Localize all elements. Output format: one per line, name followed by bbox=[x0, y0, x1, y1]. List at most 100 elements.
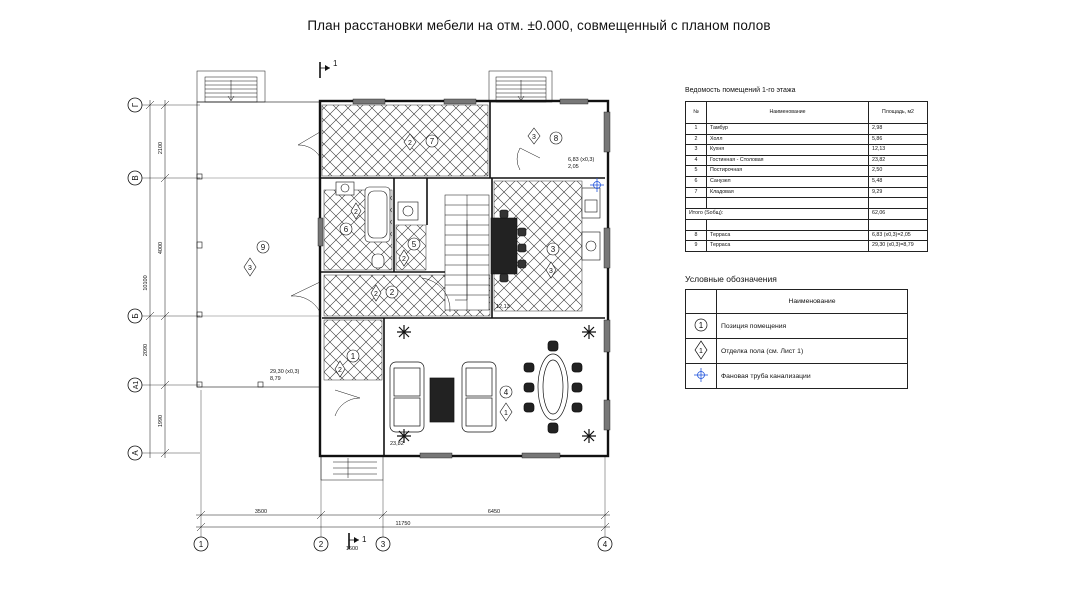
svg-text:6: 6 bbox=[344, 225, 349, 234]
legend-row: Фановая труба канализации bbox=[685, 363, 908, 389]
svg-text:2,05: 2,05 bbox=[568, 164, 579, 170]
room-tag-1: 1 bbox=[346, 349, 360, 363]
diamond-tag-icon: 1 bbox=[694, 340, 708, 360]
svg-text:2: 2 bbox=[390, 288, 395, 297]
finish-tag-diamond: 3 bbox=[527, 127, 541, 145]
house-walls bbox=[317, 98, 611, 459]
svg-text:12,13: 12,13 bbox=[496, 304, 510, 310]
schedule-spacer-row bbox=[685, 218, 928, 231]
finish-tag-diamond: 2 bbox=[398, 249, 410, 267]
dimension-chain-left bbox=[145, 100, 170, 458]
svg-text:8,79: 8,79 bbox=[270, 376, 281, 382]
finish-tag-diamond: 3 bbox=[545, 261, 557, 279]
vent-pipe-icon bbox=[694, 368, 708, 382]
schedule-spacer-row bbox=[685, 197, 928, 210]
svg-text:6,83 (x0,3): 6,83 (x0,3) bbox=[568, 157, 594, 163]
svg-text:6450: 6450 bbox=[488, 509, 500, 515]
kitchen-fixtures bbox=[490, 187, 601, 283]
finish-tag-diamond: 2 bbox=[403, 133, 417, 151]
svg-text:4: 4 bbox=[504, 388, 509, 397]
svg-text:9: 9 bbox=[261, 243, 266, 252]
svg-text:2: 2 bbox=[354, 209, 358, 216]
svg-text:2: 2 bbox=[402, 256, 406, 263]
svg-text:1600: 1600 bbox=[346, 546, 358, 552]
axis-row-v: В bbox=[127, 170, 143, 186]
svg-text:А: А bbox=[131, 450, 140, 456]
main-staircase bbox=[444, 194, 490, 311]
section-mark-bottom-label: 1 bbox=[362, 535, 367, 544]
axis-row-a1: А1 bbox=[127, 377, 143, 393]
legend-title: Условные обозначения bbox=[685, 274, 777, 284]
dimension-labels-left: 2100 4000 10100 2090 1990 bbox=[143, 142, 164, 427]
svg-text:2100: 2100 bbox=[158, 142, 164, 154]
svg-text:1: 1 bbox=[699, 348, 703, 355]
room-tag-9: 9 bbox=[256, 240, 270, 254]
svg-text:2: 2 bbox=[338, 367, 342, 374]
svg-text:10100: 10100 bbox=[143, 275, 149, 290]
svg-text:2: 2 bbox=[408, 140, 412, 147]
circle-tag-icon: 1 bbox=[694, 318, 708, 332]
svg-text:3500: 3500 bbox=[255, 509, 267, 515]
dimension-labels-bottom: 3500 6450 11750 1600 bbox=[255, 509, 500, 552]
svg-text:1: 1 bbox=[199, 540, 204, 549]
svg-text:А1: А1 bbox=[133, 381, 140, 390]
room-tag-2: 2 bbox=[385, 285, 399, 299]
svg-text:3: 3 bbox=[549, 268, 553, 275]
schedule-header-name: Наименование bbox=[706, 101, 869, 124]
svg-text:8: 8 bbox=[554, 134, 559, 143]
terrace-stairs-left bbox=[196, 70, 266, 103]
schedule-total-row: Итого (Sобщ): 62,06 bbox=[685, 208, 928, 220]
internal-doors bbox=[421, 147, 541, 313]
svg-text:3: 3 bbox=[551, 245, 556, 254]
room-tags: 7 8 9 6 5 3 2 1 4 bbox=[256, 131, 563, 399]
svg-text:4000: 4000 bbox=[158, 242, 164, 254]
svg-text:В: В bbox=[131, 175, 140, 180]
schedule-total-label: Итого (Sобщ): bbox=[685, 208, 869, 220]
room-tag-4: 4 bbox=[499, 385, 513, 399]
room-tag-7: 7 bbox=[425, 134, 439, 148]
schedule-total-area: 62,06 bbox=[868, 208, 928, 220]
axis-cols: 1 2 3 4 bbox=[193, 536, 613, 552]
legend-label: Отделка пола (см. Лист 1) bbox=[716, 338, 908, 364]
axis-col-4: 4 bbox=[597, 536, 613, 552]
svg-text:1990: 1990 bbox=[158, 415, 164, 427]
svg-text:Б: Б bbox=[131, 313, 140, 318]
axis-row-b: Б bbox=[127, 308, 143, 324]
plan-area-labels: 6,83 (x0,3) 2,05 29,30 (x0,3) 8,79 23,82… bbox=[270, 157, 594, 447]
svg-text:1: 1 bbox=[699, 321, 704, 330]
svg-text:Г: Г bbox=[131, 102, 140, 107]
room-tag-5: 5 bbox=[407, 237, 421, 251]
plant-icons bbox=[397, 325, 596, 443]
svg-text:29,30 (x0,3): 29,30 (x0,3) bbox=[270, 369, 300, 375]
axis-col-3: 3 bbox=[375, 536, 391, 552]
schedule-header-row: № Наименование Площадь, м2 bbox=[685, 101, 928, 124]
finish-tag-diamond: 3 bbox=[243, 257, 257, 277]
axis-row-a: А bbox=[127, 445, 143, 461]
svg-text:3: 3 bbox=[381, 540, 386, 549]
svg-text:23,82: 23,82 bbox=[390, 441, 404, 447]
legend-header-row: Наименование bbox=[685, 289, 908, 314]
svg-text:5: 5 bbox=[412, 240, 417, 249]
axis-col-1: 1 bbox=[193, 536, 209, 552]
svg-text:4: 4 bbox=[603, 540, 608, 549]
svg-text:3: 3 bbox=[532, 134, 536, 141]
svg-text:1: 1 bbox=[351, 352, 356, 361]
terrace-stairs-right bbox=[488, 70, 553, 103]
legend-row: 1 Отделка пола (см. Лист 1) bbox=[685, 338, 908, 364]
room-tag-3: 3 bbox=[546, 242, 560, 256]
floor-hatching bbox=[321, 104, 583, 381]
room-tag-6: 6 bbox=[339, 222, 353, 236]
axis-rows: Г В Б А1 А bbox=[127, 97, 143, 461]
svg-text:2090: 2090 bbox=[143, 344, 149, 356]
